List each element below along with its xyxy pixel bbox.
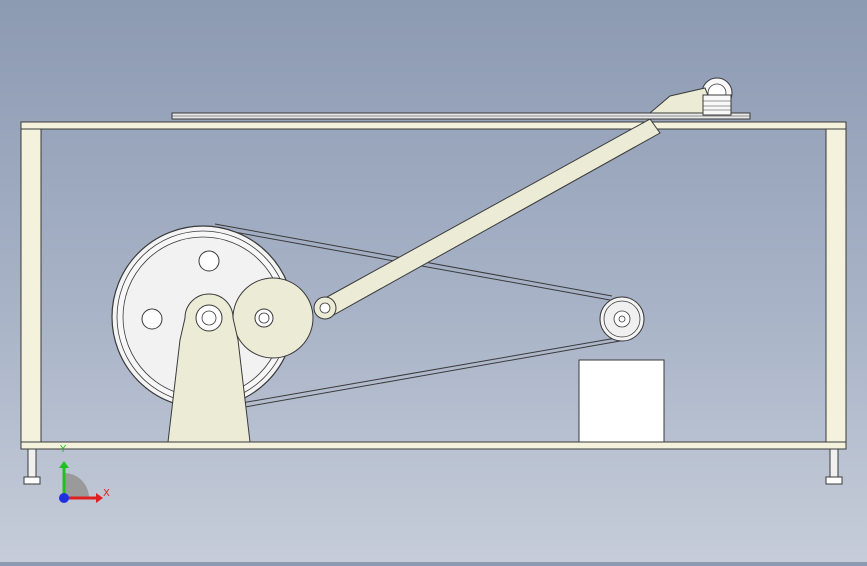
frame-feet <box>23 448 843 485</box>
axis-x-label: X <box>103 488 110 499</box>
connecting-rod <box>313 118 661 320</box>
crank-pivot-bracket <box>648 77 733 116</box>
motor-block <box>578 359 665 443</box>
triad-quadrant <box>64 473 89 498</box>
axis-y-arrowhead-icon <box>59 461 69 468</box>
wheel-support-stand <box>167 293 251 443</box>
axis-origin-dot <box>59 493 69 503</box>
small-pulley <box>599 296 645 342</box>
crank-disc <box>232 277 314 359</box>
top-plate <box>171 112 751 120</box>
frame <box>20 121 847 450</box>
axis-x-arrowhead-icon <box>96 493 103 503</box>
axis-y-label: Y <box>59 444 67 455</box>
